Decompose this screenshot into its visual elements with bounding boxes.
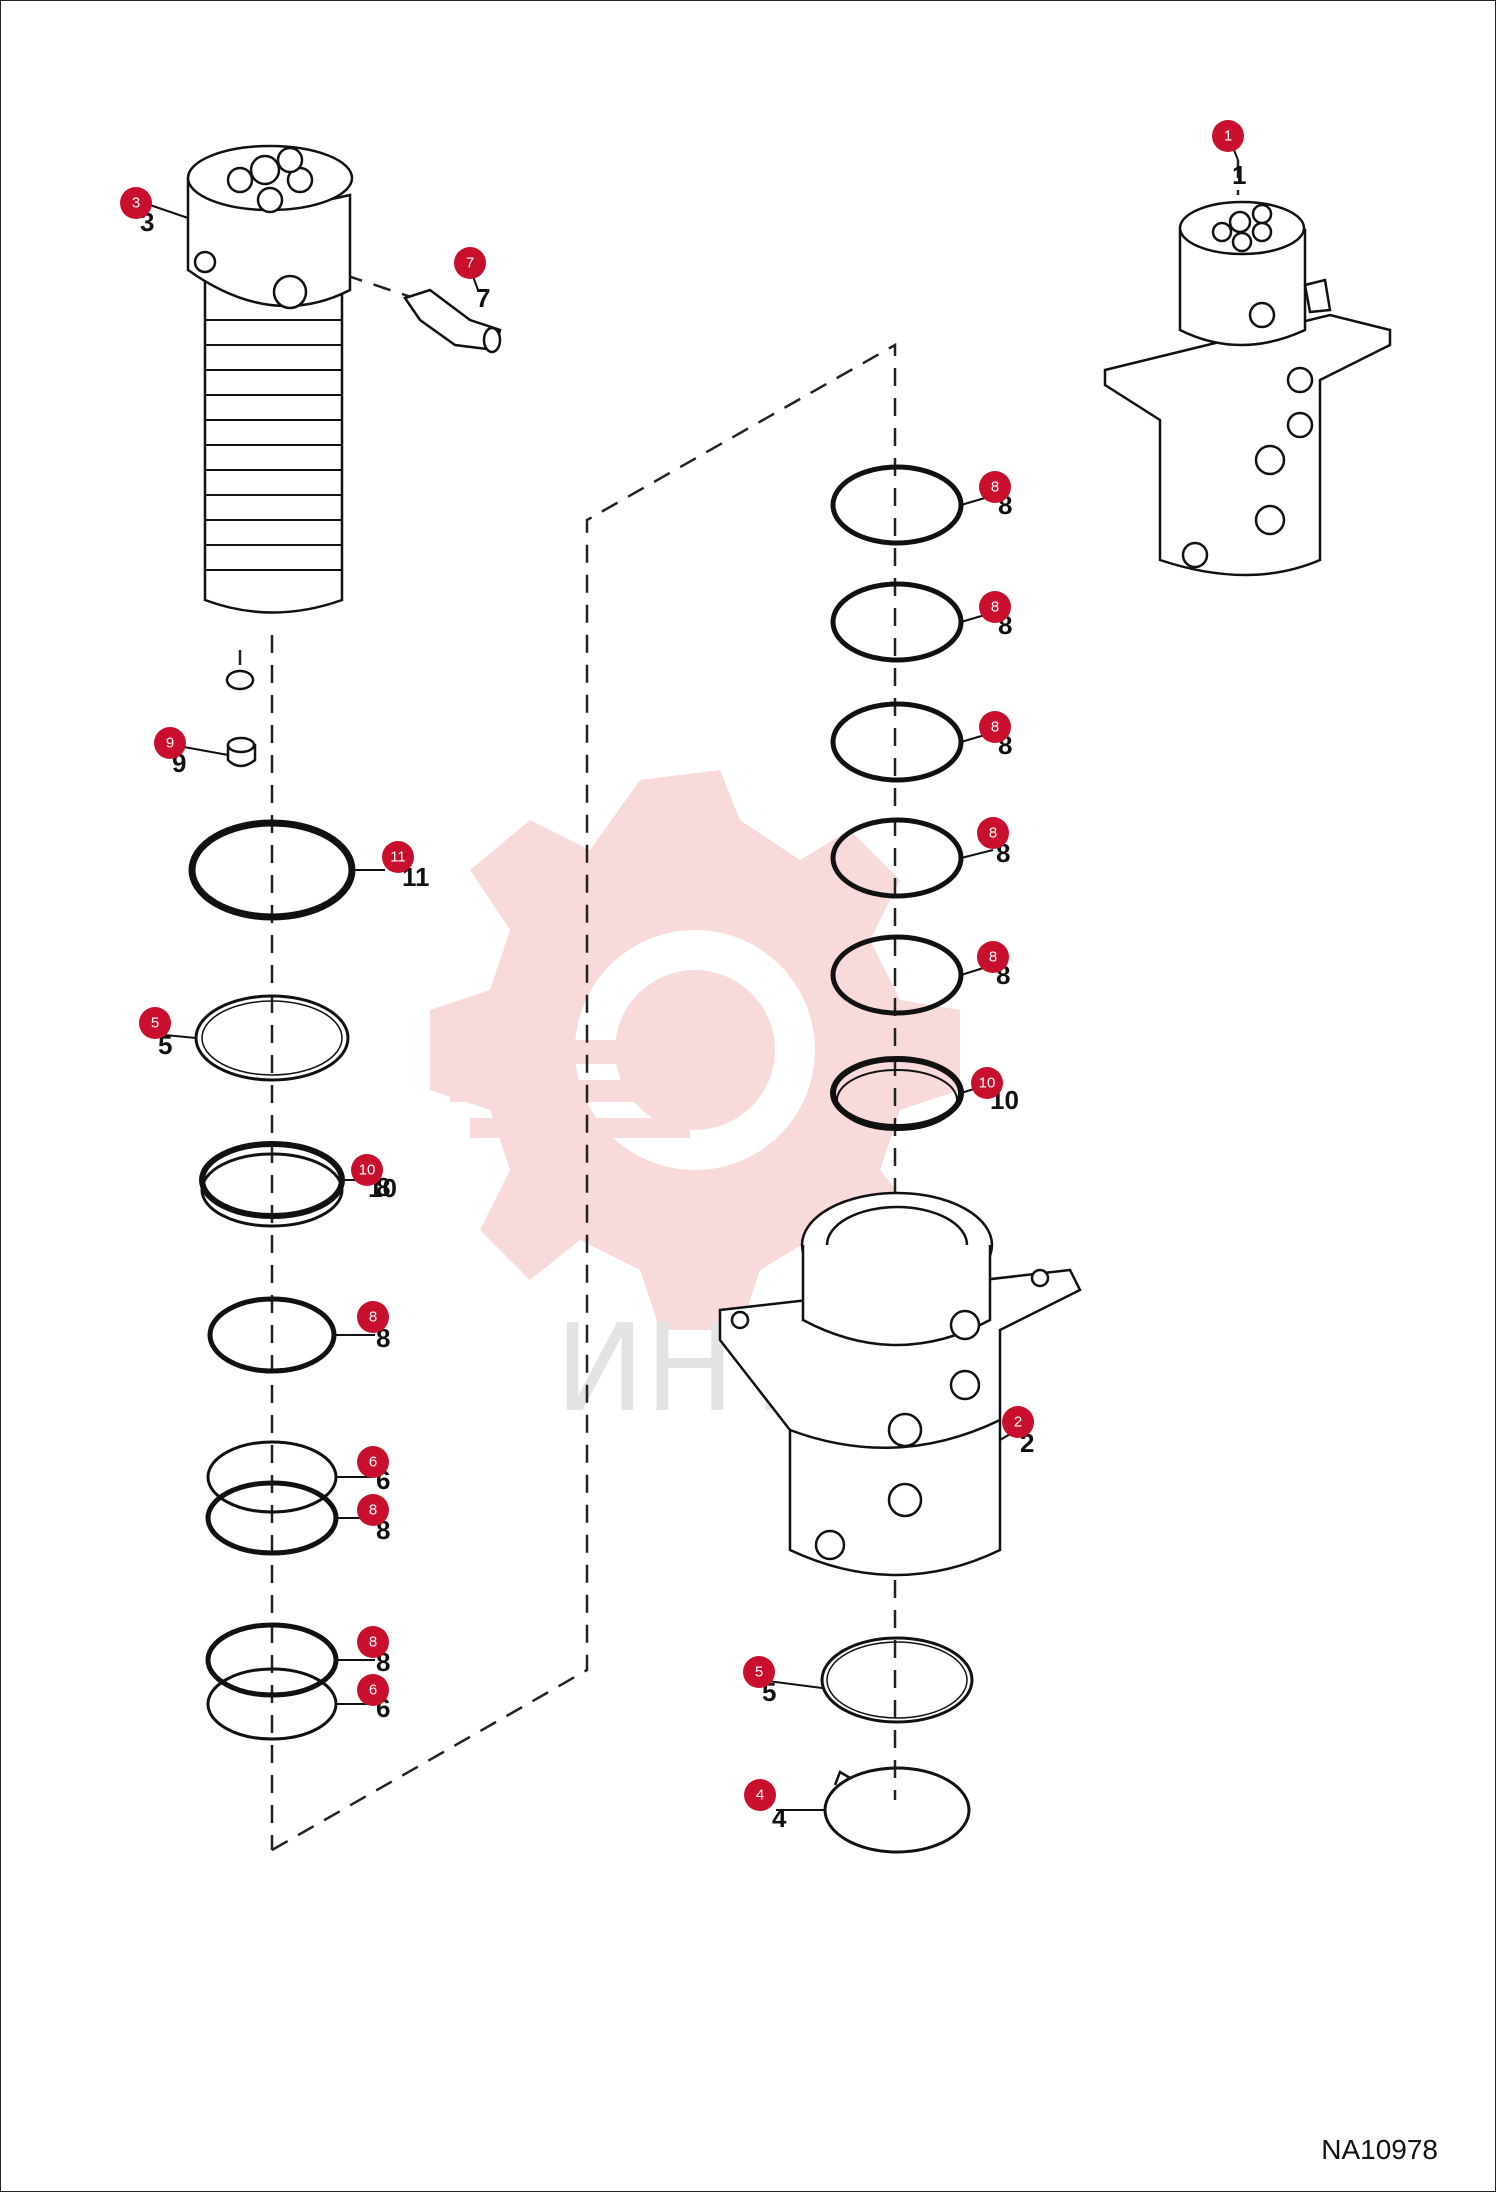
svg-text:8: 8: [369, 1309, 377, 1326]
callout-8h: 8: [357, 1626, 389, 1658]
svg-text:8: 8: [369, 1634, 377, 1651]
svg-text:2: 2: [1014, 1414, 1022, 1431]
svg-text:6: 6: [369, 1682, 377, 1699]
part-2-housing: [718, 1191, 1082, 1577]
part-1-assembly: [1103, 200, 1392, 577]
svg-text:8: 8: [989, 825, 997, 842]
svg-text:7: 7: [466, 255, 474, 272]
callout-1: 1: [1212, 120, 1244, 152]
callout-8f: 8: [357, 1301, 389, 1333]
svg-text:8: 8: [369, 1502, 377, 1519]
callout-4: 4: [744, 1779, 776, 1811]
svg-text:1: 1: [1232, 160, 1246, 190]
svg-text:5: 5: [151, 1015, 159, 1032]
callout-8g: 8: [357, 1494, 389, 1526]
part-7-fitting: [403, 288, 502, 354]
svg-text:4: 4: [756, 1787, 764, 1804]
svg-text:11: 11: [390, 849, 406, 866]
part-small-oring: [225, 669, 255, 691]
svg-text:6: 6: [369, 1454, 377, 1471]
figure-id: NA10978: [1321, 2134, 1438, 2165]
svg-text:8: 8: [991, 479, 999, 496]
svg-text:10: 10: [359, 1162, 376, 1179]
svg-text:9: 9: [166, 735, 174, 752]
callout-10a: 10: [351, 1154, 383, 1186]
callout-2: 2: [1002, 1406, 1034, 1438]
centerlines: [238, 160, 1240, 1852]
callout-10b: 10: [971, 1067, 1003, 1099]
part-9-plug: [226, 736, 257, 768]
callout-8c: 8: [979, 711, 1011, 743]
callout-7: 7: [454, 247, 486, 279]
svg-text:7: 7: [476, 283, 490, 313]
svg-text:5: 5: [755, 1664, 763, 1681]
callout-8b: 8: [979, 591, 1011, 623]
svg-text:10: 10: [979, 1075, 996, 1092]
svg-text:3: 3: [132, 195, 140, 212]
callout-6a: 6: [357, 1446, 389, 1478]
callout-6b: 6: [357, 1674, 389, 1706]
part-3-spool: [186, 144, 354, 614]
svg-text:4: 4: [772, 1803, 787, 1833]
callout-11: 11: [382, 841, 414, 873]
callout-bubbles: 1 2 3 4 5 5 6 6 7 8 8 8 8 8 8 8 8 8 9 10…: [120, 120, 1244, 1811]
callout-5a: 5: [139, 1007, 171, 1039]
svg-text:8: 8: [991, 719, 999, 736]
svg-text:8: 8: [991, 599, 999, 616]
callout-9: 9: [154, 727, 186, 759]
callout-5b: 5: [743, 1656, 775, 1688]
callout-3: 3: [120, 187, 152, 219]
svg-text:8: 8: [989, 949, 997, 966]
callout-8d: 8: [977, 817, 1009, 849]
svg-text:1: 1: [1224, 128, 1232, 145]
callout-8a: 8: [979, 471, 1011, 503]
callout-8e: 8: [977, 941, 1009, 973]
watermark-logo: [430, 770, 960, 1330]
